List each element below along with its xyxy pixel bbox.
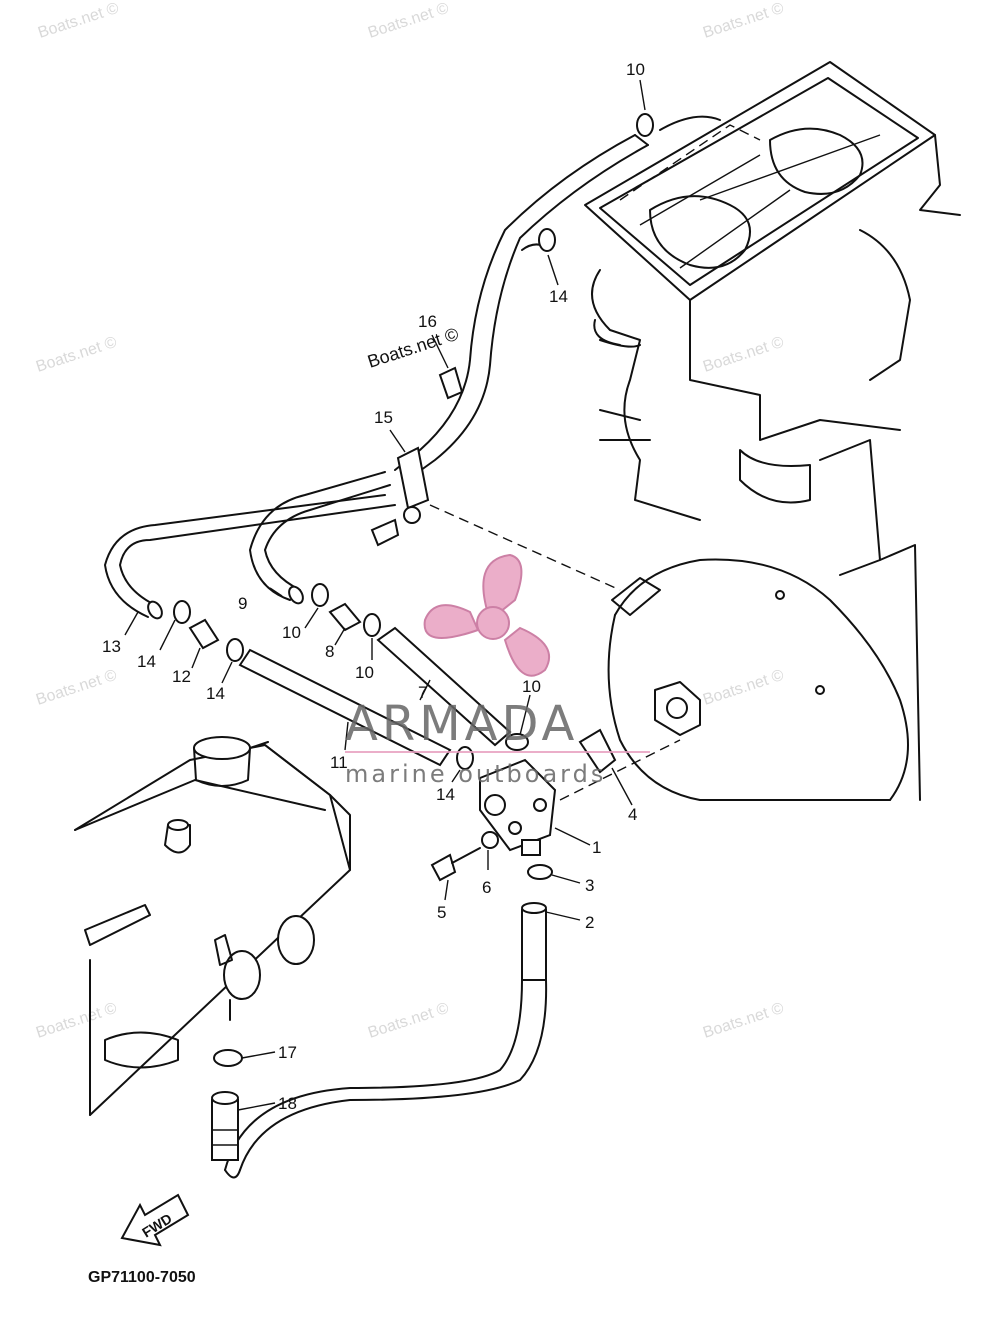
part-label-9: 9 [238,594,247,613]
small-parts [173,113,654,1067]
fwd-arrow-icon: FWD [120,1193,190,1247]
propeller-icon [423,553,550,677]
watermark: Boats.net © [701,0,786,42]
part-label-14: 14 [436,785,455,804]
part-label-13: 13 [102,637,121,656]
part-label-11: 11 [330,753,348,772]
part-label-5: 5 [437,903,446,922]
part-label-14: 14 [549,287,568,306]
watermark: Boats.net © [701,1000,786,1042]
part-label-8: 8 [325,642,334,661]
part-labels: 10 14 16 15 9 10 8 10 13 14 12 14 7 10 1… [102,60,645,1113]
hoses [104,115,721,1179]
watermark: Boats.net © [701,334,786,376]
brand-name: ARMADA [345,696,578,752]
part-label-16: 16 [418,312,437,331]
watermark: Boats.net © [366,1000,451,1042]
flywheel-cover [607,544,921,801]
watermark: Boats.net © [36,0,121,42]
part-label-3: 3 [585,876,594,895]
part-label-10: 10 [522,677,541,696]
oil-tank [74,736,351,1116]
part-label-7: 7 [418,683,427,702]
part-label-10: 10 [282,623,301,642]
leader-lines [124,79,646,1111]
part-label-2: 2 [585,913,594,932]
watermark: Boats.net © [34,667,119,709]
brand-tagline: marine outboards [345,760,606,788]
part-label-12: 12 [172,667,191,686]
part-label-14: 14 [206,684,225,703]
watermark: Boats.net © [366,0,451,42]
watermark: Boats.net © [34,1000,119,1042]
part-label-6: 6 [482,878,491,897]
watermark: Boats.net © [701,667,786,709]
part-label-1: 1 [592,838,601,857]
diagram-code: GP71100-7050 [88,1269,196,1286]
part-label-17: 17 [278,1043,297,1062]
brand-logo: ARMADA marine outboards [345,553,650,788]
part-label-10: 10 [355,663,374,682]
part-label-18: 18 [278,1094,297,1113]
part-label-14: 14 [137,652,156,671]
part-label-15: 15 [374,408,393,427]
engine-block [584,61,961,576]
watermark: Boats.net © [34,334,119,376]
part-label-10: 10 [626,60,645,79]
part-label-4: 4 [628,805,637,824]
